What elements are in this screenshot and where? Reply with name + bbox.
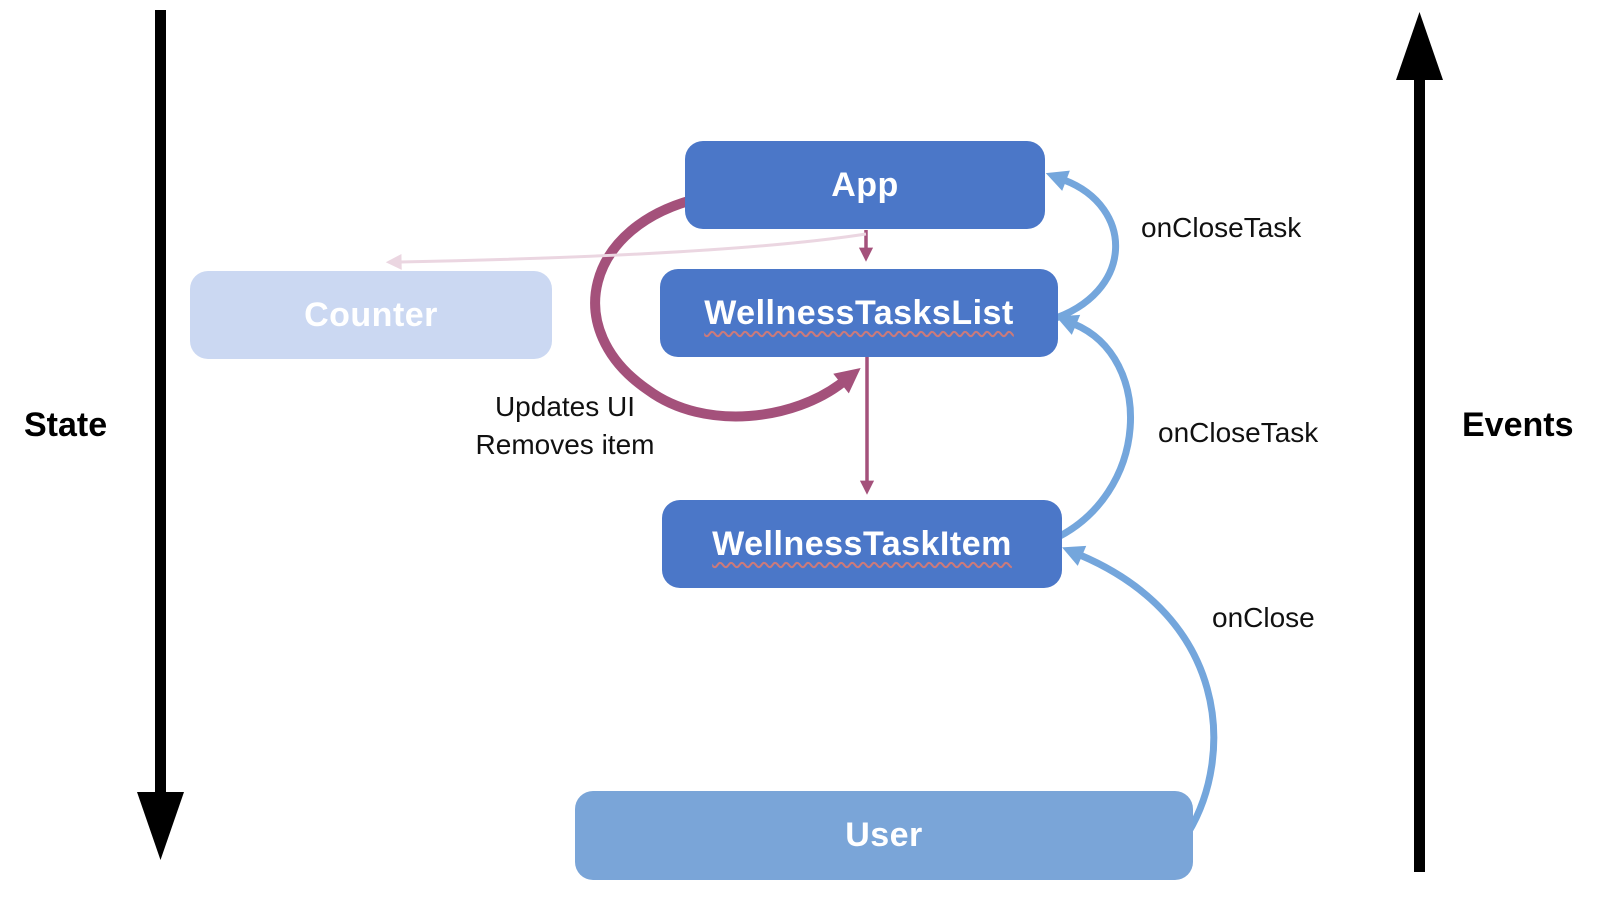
state-loop-arc-app-to-list <box>590 193 861 422</box>
edge-label-onclosetask-item-to-list: onCloseTask <box>1158 417 1319 448</box>
event-arc-list-to-app <box>1045 170 1119 324</box>
node-user: User <box>575 791 1193 880</box>
edge-label-onclosetask-list-to-app: onCloseTask <box>1141 212 1302 243</box>
state-axis-arrowhead <box>137 792 184 860</box>
node-app: App <box>685 141 1045 229</box>
events-axis-arrowhead <box>1396 12 1443 80</box>
edge-label-onclose-user-to-item: onClose <box>1212 602 1315 633</box>
state-loop-annotation-line1: Updates UI <box>494 391 636 422</box>
node-wellness-tasks-list-label: WellnessTasksList <box>704 293 1014 332</box>
node-counter-label: Counter <box>304 295 438 334</box>
node-wellness-tasks-list: WellnessTasksList <box>660 269 1058 357</box>
events-axis-label: Events <box>1462 406 1574 444</box>
node-app-label: App <box>831 165 899 204</box>
event-arc-item-to-list <box>1050 314 1134 544</box>
node-wellness-task-item: WellnessTaskItem <box>662 500 1062 588</box>
state-loop-annotation-line2: Removes item <box>475 429 655 460</box>
faded-state-arrow-app-to-counter <box>385 232 867 270</box>
state-axis-label: State <box>24 406 108 444</box>
node-counter: Counter <box>190 271 552 359</box>
state-loop-annotation: Updates UI Removes item <box>415 388 715 464</box>
node-user-label: User <box>845 816 923 854</box>
node-wellness-task-item-label: WellnessTaskItem <box>712 524 1012 563</box>
event-arc-user-to-item <box>1062 545 1218 835</box>
